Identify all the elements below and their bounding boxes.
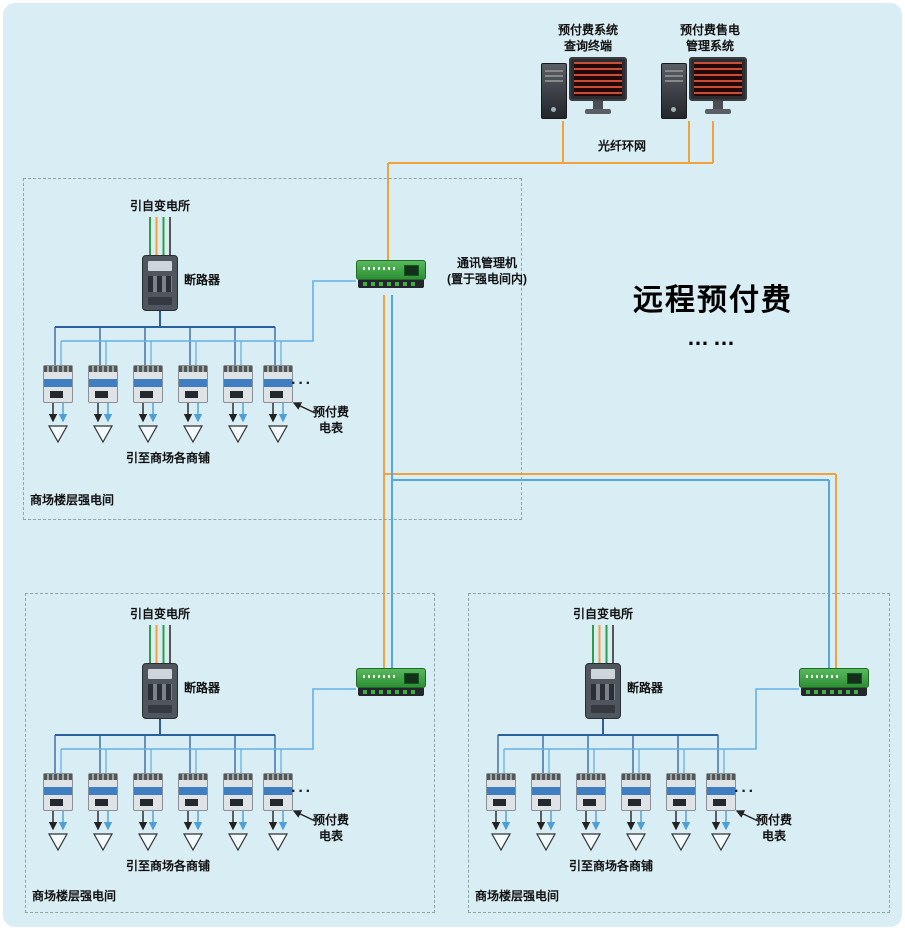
monitor-stand [593,101,603,110]
prepaid-meter-label: 预付费 电表 [312,813,349,843]
room2-boundary [25,593,435,913]
prepaid-meter-device [43,365,73,403]
prepaid-meter-label: 预付费 电表 [755,813,792,843]
prepaid-meter-device [263,365,293,403]
wiring-layer [3,121,837,930]
room-name-label: 商场楼层强电间 [30,493,115,507]
to-shops-label: 引至商场各商铺 [125,859,210,873]
prepaid-meter-device [88,773,118,811]
monitor-base [585,109,611,114]
prepaid-meter-device [263,773,293,811]
prepaid-meter-device [706,773,736,811]
comm-manager-device [799,668,869,698]
prepaid-meter-device [88,365,118,403]
prepaid-meter-device [133,365,163,403]
monitor-stand [713,101,723,110]
sales-system-label: 预付费售电 管理系统 [679,23,740,53]
comm-manager-device [356,668,426,698]
network-wires [383,121,837,668]
fiber-ring-label: 光纤环网 [597,139,646,153]
prepaid-meter-device [223,365,253,403]
more-meters-ellipsis: ··· [734,783,756,800]
to-shops-label: 引至商场各商铺 [125,451,210,465]
prepaid-meter-device [621,773,651,811]
comm-manager-device [356,260,426,290]
diagram-background: 预付费系统 查询终端 预付费售电 管理系统 光纤环网 远程预付费 …… 通讯管理… [3,3,902,927]
substation-source-label: 引自变电所 [572,607,633,621]
breaker-label: 断路器 [184,273,221,287]
prepaid-meter-device [576,773,606,811]
prepaid-meter-device [223,773,253,811]
remote-prepaid-title: 远程预付费 [633,284,793,317]
prepaid-meter-device [178,773,208,811]
prepaid-meter-device [666,773,696,811]
pc-monitor [689,57,747,101]
monitor-screen [574,62,622,96]
prepaid-meter-device [43,773,73,811]
query-terminal-computer [541,57,633,121]
breaker-label: 断路器 [184,681,221,695]
prepaid-meter-device [133,773,163,811]
monitor-screen [694,62,742,96]
comm-manager-label: 通讯管理机 (置于强电间内) [447,256,527,286]
prepaid-meter-label: 预付费 电表 [312,405,349,435]
query-terminal-label: 预付费系统 查询终端 [557,23,618,53]
breaker-label: 断路器 [627,681,664,695]
more-meters-ellipsis: ··· [291,783,313,800]
substation-source-label: 引自变电所 [129,607,190,621]
to-shops-label: 引至商场各商铺 [568,859,653,873]
pc-monitor [569,57,627,101]
circuit-breaker-device [142,255,178,311]
sales-system-computer [661,57,753,121]
room1-boundary [23,178,522,520]
pc-tower [541,63,567,119]
prepaid-meter-device [178,365,208,403]
circuit-breaker-device [585,663,621,719]
more-meters-ellipsis: ··· [291,375,313,392]
room-name-label: 商场楼层强电间 [32,889,117,903]
circuit-breaker-device [142,663,178,719]
room3-boundary [468,593,890,913]
monitor-base [705,109,731,114]
substation-source-label: 引自变电所 [129,199,190,213]
pc-tower [661,63,687,119]
prepaid-meter-device [486,773,516,811]
room-name-label: 商场楼层强电间 [475,889,560,903]
remote-prepaid-dots: …… [687,325,739,350]
prepaid-meter-device [531,773,561,811]
